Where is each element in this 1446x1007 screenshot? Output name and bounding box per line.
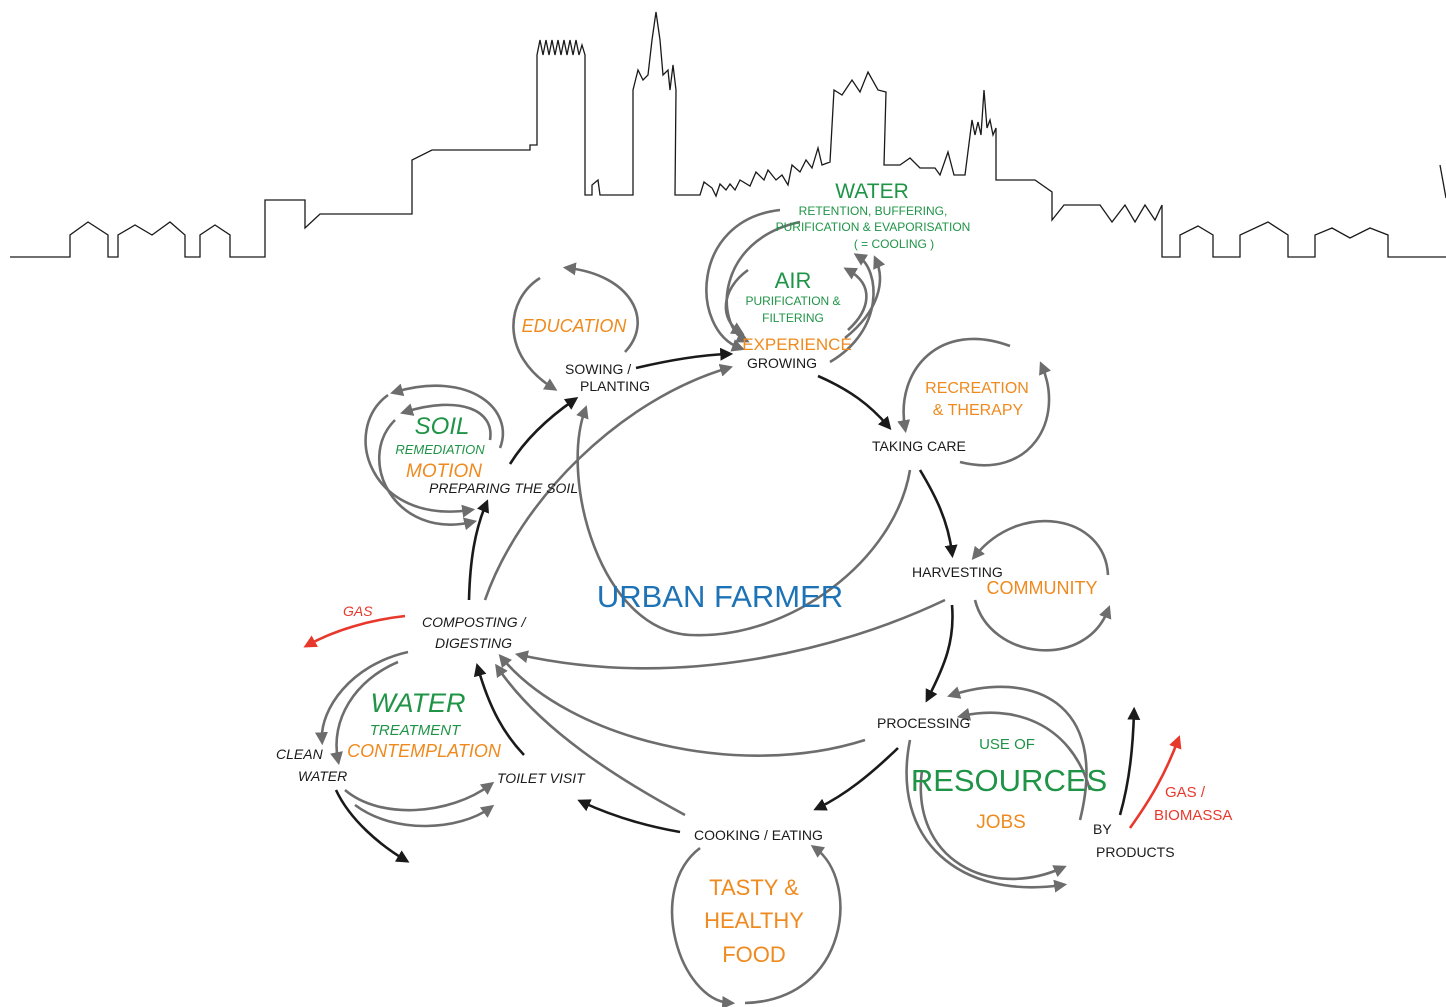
soil-sub: REMEDIATION — [395, 442, 485, 457]
stage-processing: PROCESSING — [877, 715, 970, 731]
stage-planting: PLANTING — [580, 378, 650, 394]
stage-products: PRODUCTS — [1096, 844, 1175, 860]
experience-label: EXPERIENCE — [742, 335, 852, 354]
gas-right-label-1: GAS / — [1165, 784, 1206, 801]
center-title: URBAN FARMER — [597, 579, 843, 614]
soil-loop-arrow-4 — [378, 419, 478, 531]
soil-loop-arrow-2 — [400, 403, 492, 441]
air-line1: PURIFICATION & — [745, 294, 840, 308]
stage-preparing-soil: PREPARING THE SOIL — [429, 480, 578, 496]
byproducts-out-arrow — [1118, 706, 1141, 816]
stage-clean: CLEAN — [276, 746, 324, 762]
food-loop-arrow-1 — [670, 846, 736, 1007]
water-left-sub: TREATMENT — [370, 722, 462, 739]
resources-title: RESOURCES — [911, 763, 1107, 798]
air-loop-arrow-3 — [843, 267, 868, 331]
cooking-to-composting-arrow — [495, 663, 686, 817]
central-cycle-arrow-1 — [576, 405, 912, 637]
resources-extra: JOBS — [976, 812, 1026, 833]
care-to-harvest-arrow — [918, 469, 958, 559]
community-label: COMMUNITY — [987, 578, 1098, 598]
harvest-to-processing-arrow — [925, 604, 954, 703]
resources-loop-arrow-4 — [919, 769, 1067, 881]
gas-right-arrow — [1128, 735, 1182, 829]
sowing-to-growing-arrow — [635, 347, 734, 370]
soil-title: SOIL — [415, 413, 470, 440]
food-loop-arrow-2 — [744, 844, 842, 1005]
processing-to-composting-arrow — [498, 654, 866, 757]
soil-loop-arrow-1 — [390, 383, 505, 449]
stage-sowing: SOWING / — [565, 361, 631, 377]
water-top-line3: ( = COOLING ) — [854, 237, 934, 251]
recreation-loop-arrow-1 — [897, 337, 1011, 434]
water-left-loop-arrow-1 — [315, 650, 409, 746]
water-top-line1: RETENTION, BUFFERING, — [799, 204, 948, 218]
processing-to-cooking-arrow — [813, 747, 899, 811]
education-loop-arrow-1 — [562, 262, 639, 353]
gas-left-arrow — [303, 614, 406, 648]
water-top-line2: PURIFICATION & EVAPORISATION — [776, 220, 971, 234]
soil-loop-arrow-3 — [364, 393, 476, 518]
resources-loop-arrow-2 — [956, 707, 1092, 791]
air-line2: FILTERING — [762, 311, 824, 325]
stage-toilet: TOILET VISIT — [497, 770, 586, 786]
food-line2: HEALTHY — [704, 908, 804, 933]
stage-digesting: DIGESTING — [435, 635, 512, 651]
resources-loop-arrow-3 — [905, 739, 1068, 893]
community-loop-arrow-1 — [971, 519, 1110, 576]
central-cycle-arrow-2 — [483, 363, 733, 601]
air-title: AIR — [775, 268, 812, 293]
skyline-edge — [1439, 164, 1446, 199]
water-left-extra: CONTEMPLATION — [347, 741, 502, 761]
gas-right-label-2: BIOMASSA — [1154, 807, 1232, 824]
recreation-line2: & THERAPY — [933, 402, 1024, 419]
education-label: EDUCATION — [522, 316, 628, 336]
resources-loop-arrow-1 — [947, 685, 1088, 821]
recreation-loop-arrow-2 — [959, 361, 1052, 467]
community-loop-arrow-2 — [973, 599, 1112, 652]
stage-water: WATER — [298, 768, 347, 784]
stage-by: BY — [1093, 821, 1112, 837]
food-line1: TASTY & — [709, 875, 799, 900]
cooking-to-toilet-arrow — [577, 799, 681, 834]
food-line3: FOOD — [722, 942, 786, 967]
gas-left-label: GAS — [343, 603, 373, 619]
recreation-line1: RECREATION — [925, 380, 1029, 397]
toilet-to-composting-arrow — [473, 663, 525, 756]
stage-composting: COMPOSTING / — [422, 614, 528, 630]
water-left-title: WATER — [370, 688, 465, 718]
stage-taking-care: TAKING CARE — [872, 438, 966, 454]
education-loop-arrow-2 — [512, 276, 558, 391]
resources-line1: USE OF — [979, 736, 1035, 753]
water-left-loop-arrow-4 — [354, 803, 495, 828]
water-top-loop-arrow-1 — [705, 208, 781, 352]
growing-to-care-arrow — [817, 374, 892, 430]
water-left-loop-arrow-2 — [330, 660, 399, 766]
soil-extra: MOTION — [406, 461, 482, 482]
composting-to-soil-arrow — [467, 499, 489, 601]
water-left-loop-arrow-3 — [344, 781, 495, 812]
clean-water-out-arrow — [334, 789, 410, 863]
water-top-loop-arrow-3 — [844, 255, 886, 340]
water-top-title: WATER — [835, 180, 909, 203]
central-cycle-arrow-3 — [514, 598, 946, 670]
stage-growing: GROWING — [747, 355, 817, 371]
air-loop-arrow-2 — [829, 253, 875, 364]
stage-cooking: COOKING / EATING — [694, 827, 823, 843]
stage-harvesting: HARVESTING — [912, 564, 1003, 580]
soil-to-sowing-arrow — [508, 397, 579, 465]
skyline-left — [10, 11, 1446, 258]
air-loop-arrow-1 — [724, 268, 749, 335]
